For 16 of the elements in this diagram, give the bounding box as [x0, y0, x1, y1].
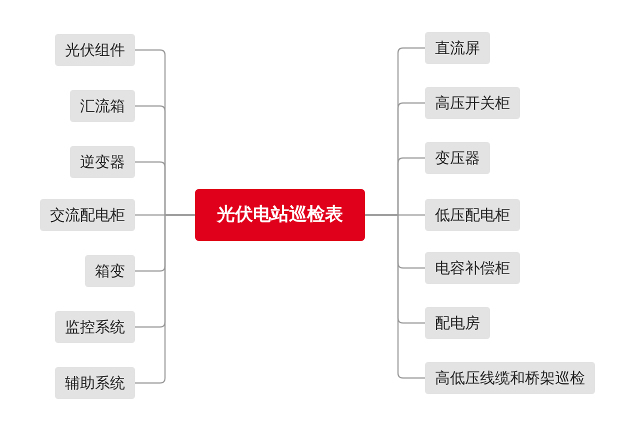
topic-box: 配电房	[425, 307, 490, 339]
topic-box: 高低压线缆和桥架巡检	[425, 362, 595, 394]
topic-box: 逆变器	[70, 146, 135, 178]
topic-box: 光伏组件	[55, 34, 135, 66]
root-topic-box: 光伏电站巡检表	[195, 189, 365, 241]
topic-box: 辅助系统	[55, 367, 135, 399]
topic-box: 电容补偿柜	[425, 252, 520, 284]
topic-box: 高压开关柜	[425, 87, 520, 119]
topic-box: 监控系统	[55, 311, 135, 343]
topic-box: 箱变	[85, 255, 135, 287]
topic-box: 直流屏	[425, 32, 490, 64]
topic-box: 低压配电柜	[425, 199, 520, 231]
topic-box: 变压器	[425, 142, 490, 174]
connector-line	[365, 214, 425, 379]
topic-box: 汇流箱	[70, 90, 135, 122]
topic-box: 交流配电柜	[40, 199, 135, 231]
